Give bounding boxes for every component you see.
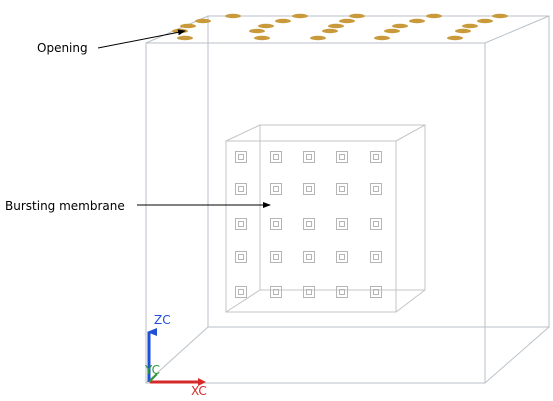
opening-slot	[225, 13, 241, 19]
membrane-cell-inner	[339, 254, 345, 260]
y-axis-label: YC	[145, 363, 161, 377]
membrane-cell	[235, 218, 247, 230]
membrane-cell-inner	[238, 154, 244, 160]
membrane-cell-inner	[273, 254, 279, 260]
opening-slot	[455, 28, 471, 34]
opening-leader-arrow	[97, 29, 186, 49]
membrane-cell	[235, 183, 247, 195]
membrane-cell-inner	[273, 154, 279, 160]
openings-group	[172, 13, 508, 41]
membrane-cell	[303, 151, 315, 163]
membrane-cell	[370, 286, 382, 298]
membrane-cell	[303, 218, 315, 230]
membrane-cell	[336, 183, 348, 195]
opening-slot	[392, 23, 408, 29]
opening-slot	[374, 35, 390, 41]
opening-slot	[462, 23, 478, 29]
membrane-cell	[303, 286, 315, 298]
membrane-cell-inner	[306, 154, 312, 160]
opening-slot	[447, 35, 463, 41]
membrane-cell	[303, 183, 315, 195]
membrane-cell-inner	[306, 254, 312, 260]
coordinate-triad	[147, 328, 206, 386]
membrane-cell	[336, 218, 348, 230]
opening-slot	[349, 13, 365, 19]
opening-slot	[322, 28, 338, 34]
membrane-cell	[370, 251, 382, 263]
membrane-cell	[303, 251, 315, 263]
opening-slot	[409, 18, 425, 24]
membrane-cell	[270, 286, 282, 298]
x-axis-arrowhead	[198, 378, 206, 386]
opening-slot	[477, 18, 493, 24]
z-axis-label: ZC	[154, 313, 171, 327]
opening-slot	[254, 35, 270, 41]
membrane-cell	[270, 251, 282, 263]
opening-slot	[249, 28, 265, 34]
opening-annotation-label: Opening	[37, 41, 88, 55]
membrane-cell	[336, 286, 348, 298]
membrane-cell	[235, 286, 247, 298]
opening-slot	[292, 13, 308, 19]
membrane-cell-inner	[373, 254, 379, 260]
enclosure-box	[145, 15, 550, 384]
membrane-cell	[336, 151, 348, 163]
opening-slot	[310, 35, 326, 41]
membrane-back-face	[259, 124, 426, 291]
membrane-box	[225, 124, 426, 313]
membrane-cell-inner	[373, 221, 379, 227]
membrane-cell-inner	[238, 289, 244, 295]
opening-slot	[384, 28, 400, 34]
enclosure-back-face	[207, 15, 550, 328]
opening-slot	[195, 18, 211, 24]
membrane-cell-inner	[273, 221, 279, 227]
membrane-cell-inner	[306, 221, 312, 227]
membrane-cell-inner	[306, 186, 312, 192]
membrane-cell-inner	[339, 289, 345, 295]
membrane-cell-inner	[373, 289, 379, 295]
membrane-cell-inner	[273, 289, 279, 295]
membrane-cell-grid	[235, 151, 382, 298]
membrane-cell-inner	[273, 186, 279, 192]
membrane-cell	[370, 151, 382, 163]
membrane-cell	[270, 183, 282, 195]
membrane-cell	[235, 151, 247, 163]
membrane-cell-inner	[238, 254, 244, 260]
membrane-cell-inner	[373, 186, 379, 192]
opening-slot	[177, 35, 193, 41]
membrane-cell-inner	[339, 186, 345, 192]
membrane-cell-inner	[339, 221, 345, 227]
membrane-cell	[270, 218, 282, 230]
bursting-membrane-annotation-label: Bursting membrane	[5, 199, 125, 213]
membrane-cell-inner	[339, 154, 345, 160]
opening-slot	[180, 23, 196, 29]
membrane-cell-inner	[373, 154, 379, 160]
membrane-cell	[336, 251, 348, 263]
opening-slot	[258, 23, 274, 29]
membrane-cell	[370, 183, 382, 195]
membrane-cell	[370, 218, 382, 230]
opening-slot	[339, 18, 355, 24]
membrane-cell	[270, 151, 282, 163]
membrane-cell	[235, 251, 247, 263]
opening-slot	[275, 18, 291, 24]
membrane-cell-inner	[238, 221, 244, 227]
enclosure-front-face	[145, 42, 486, 384]
membrane-cell-inner	[306, 289, 312, 295]
y-axis-line	[148, 373, 158, 383]
opening-slot	[492, 13, 508, 19]
x-axis-label: XC	[191, 384, 207, 398]
opening-slot	[328, 23, 344, 29]
opening-slot	[172, 28, 188, 34]
membrane-cell-inner	[238, 186, 244, 192]
opening-slot	[426, 13, 442, 19]
